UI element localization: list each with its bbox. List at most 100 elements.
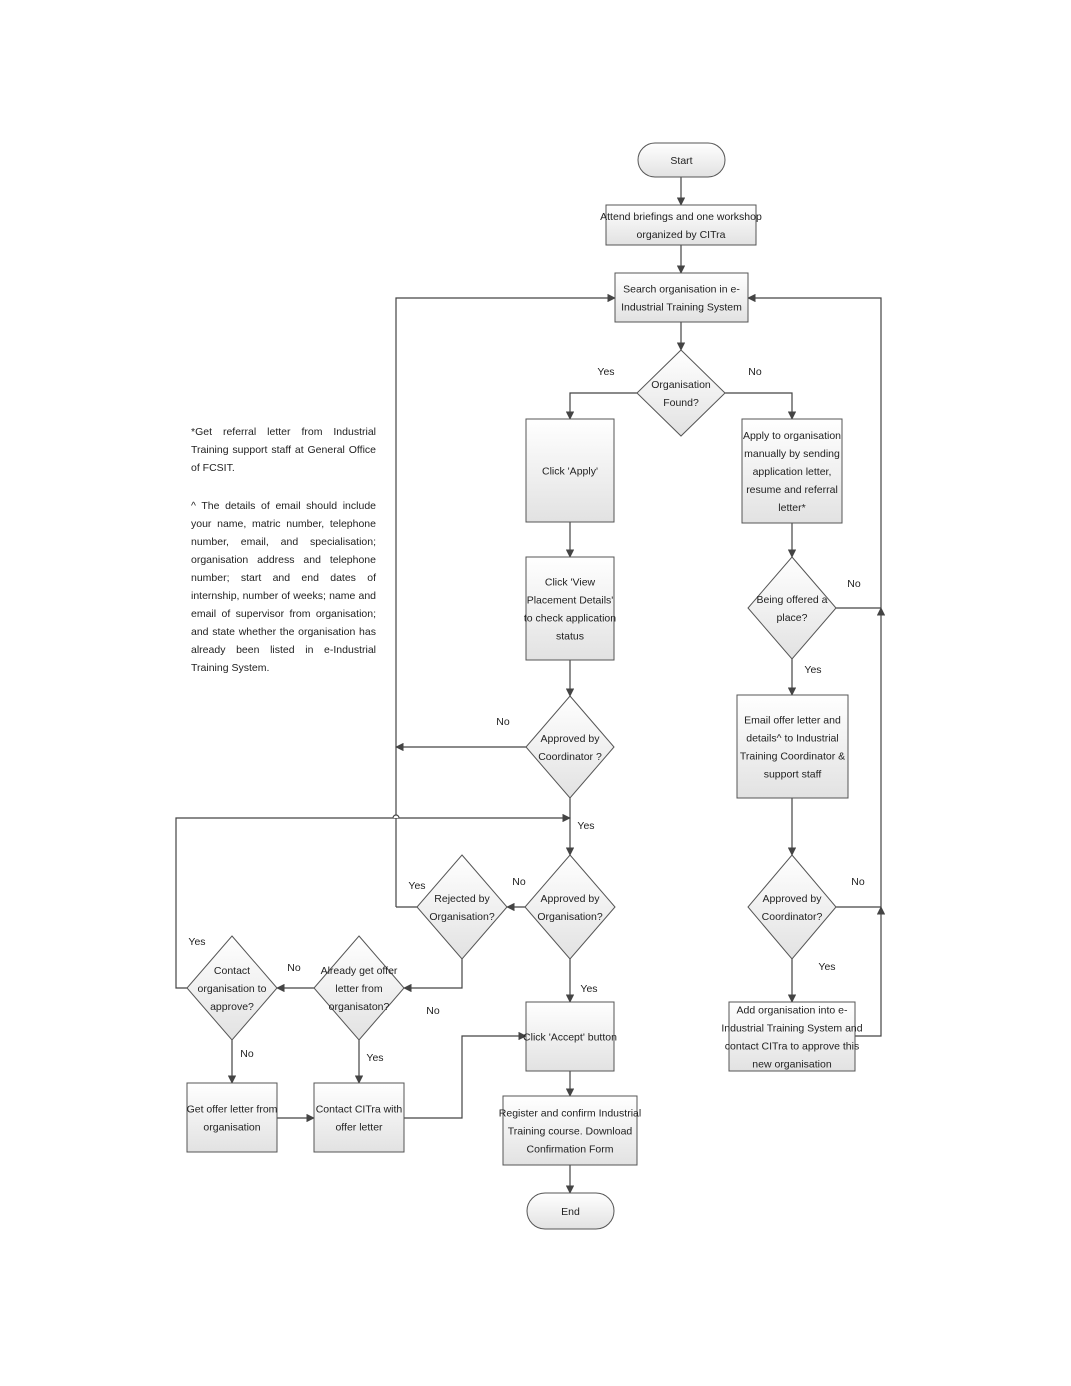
node-text-line: Approved by	[541, 893, 601, 905]
node-text-line: Attend briefings and one workshop	[600, 211, 762, 223]
node-text-line: Register and confirm Industrial	[499, 1108, 641, 1120]
node-briefing: Attend briefings and one workshop organiz…	[600, 204, 762, 246]
node-text-line: Email offer letter and	[744, 715, 841, 727]
node-shape	[525, 695, 615, 799]
node-email-offer: Email offer letter and details^ to Indust…	[736, 694, 849, 799]
node-shape	[747, 854, 837, 960]
edge-label-already-yes: Yes	[366, 1052, 383, 1064]
node-text-line: Coordinator?	[762, 911, 823, 923]
edge-label-contact-yes: Yes	[188, 936, 205, 948]
node-shape	[747, 556, 837, 660]
node-already-offer: Already get offer letter from organisaton?	[313, 935, 405, 1041]
edge-label-offered-no: No	[847, 578, 861, 590]
node-text-line: Click 'Accept' button	[523, 1032, 617, 1044]
node-text-line: Rejected by	[434, 893, 490, 905]
edge-label-contact-no: No	[240, 1048, 254, 1060]
node-text-line: Organisation?	[429, 911, 495, 923]
node-shape	[525, 418, 615, 523]
node-text-line: new organisation	[752, 1059, 832, 1071]
node-shape	[524, 854, 616, 960]
node-text-line: letter*	[778, 502, 805, 514]
node-shape	[614, 272, 749, 323]
node-shape	[728, 1001, 856, 1072]
edge-label-found-no: No	[748, 366, 762, 378]
node-text-line: contact CITra to approve this	[725, 1041, 859, 1053]
node-text-line: Being offered a	[756, 594, 827, 606]
connector-right-return-top	[747, 293, 882, 608]
node-shape	[525, 556, 615, 661]
node-shape	[313, 935, 405, 1041]
node-text-line: Confirmation Form	[527, 1144, 614, 1156]
node-text-line: Approved by	[541, 733, 601, 745]
node-text-line: Search organisation in e-	[623, 284, 740, 296]
node-approved-coord-right: Approved by Coordinator?	[747, 854, 837, 960]
node-shape	[605, 204, 757, 246]
node-text-line: Add organisation into e-	[737, 1005, 848, 1017]
node-shape	[186, 1082, 278, 1153]
node-shape	[741, 418, 843, 524]
node-text-line: Training course. Download	[508, 1126, 633, 1138]
node-text-line: organized by CITra	[637, 229, 726, 241]
node-end: End	[526, 1192, 615, 1230]
node-text-line: organisation	[203, 1122, 260, 1134]
edge-label-rejected-yes: Yes	[408, 880, 425, 892]
node-text-line: Industrial Training System	[621, 302, 742, 314]
node-contact-citra: Contact CITra with offer letter	[313, 1082, 405, 1153]
edge-label-found-yes: Yes	[597, 366, 614, 378]
node-shape	[526, 1192, 615, 1230]
node-text-line: Approved by	[763, 893, 823, 905]
edge-label-coord-right-yes: Yes	[818, 961, 835, 973]
connector-contact-citra-to-accept	[404, 1031, 527, 1119]
node-add-org: Add organisation into e- Industrial Train…	[721, 1001, 863, 1072]
connector-add-org-return	[855, 906, 886, 1037]
node-text-line: details^ to Industrial	[746, 733, 838, 745]
edge-label-approved-org-yes: Yes	[580, 983, 597, 995]
node-text-line: Contact	[214, 965, 250, 977]
node-text-line: Organisation?	[537, 911, 603, 923]
node-text-line: offer letter	[335, 1122, 383, 1134]
node-approved-org: Approved by Organisation?	[524, 854, 616, 960]
node-click-apply: Click 'Apply'	[525, 418, 615, 523]
connectors	[175, 177, 886, 1194]
connector-left-return-line-top	[395, 293, 616, 815]
connector-found-no-branch	[725, 392, 797, 420]
node-text-line: organisaton?	[329, 1001, 390, 1013]
edge-label-approved-org-no: No	[512, 876, 526, 888]
node-text-line: Get offer letter from	[187, 1104, 278, 1116]
edge-label-rejected-no: No	[426, 1005, 440, 1017]
node-text-line: Industrial Training System and	[721, 1023, 862, 1035]
node-text-line: Already get offer	[321, 965, 398, 977]
node-get-offer: Get offer letter from organisation	[186, 1082, 278, 1153]
node-text-line: letter from	[335, 983, 383, 995]
node-text-line: Found?	[663, 397, 699, 409]
node-text-line: Click 'Apply'	[542, 466, 598, 478]
line-crossing-hop	[392, 814, 400, 819]
node-text-line: Organisation	[651, 379, 711, 391]
connector-rejected-no-to-already	[403, 959, 463, 993]
node-search: Search organisation in e- Industrial Trai…	[614, 272, 749, 323]
node-text-line: support staff	[764, 769, 822, 781]
node-text-line: organisation to	[198, 983, 267, 995]
node-text-line: Start	[670, 155, 692, 167]
edge-label-already-no: No	[287, 962, 301, 974]
node-text-line: application letter,	[753, 466, 832, 478]
node-shape	[502, 1095, 638, 1166]
node-shape	[416, 854, 508, 960]
node-text-line: to check application	[524, 613, 616, 625]
node-text-line: resume and referral	[746, 484, 838, 496]
node-register: Register and confirm IndustrialTraining …	[499, 1095, 641, 1166]
edge-label-coord-left-no: No	[496, 716, 510, 728]
node-text-line: Contact CITra with	[316, 1104, 403, 1116]
connector-found-yes-branch	[565, 392, 637, 420]
node-click-accept: Click 'Accept' button	[523, 1001, 617, 1072]
node-start: Start	[637, 142, 726, 178]
edge-label-offered-yes: Yes	[804, 664, 821, 676]
